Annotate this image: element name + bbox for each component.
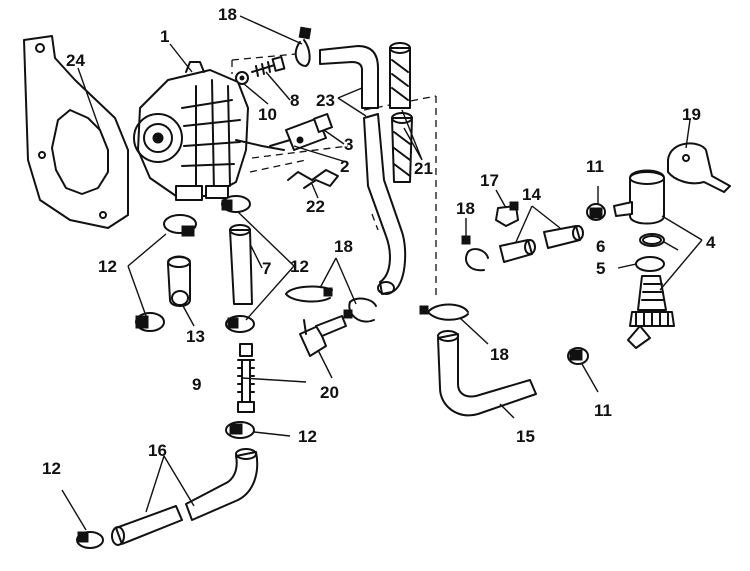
mounting-bracket-24	[23, 35, 129, 229]
callout-2: 2	[340, 157, 349, 176]
callout-18-top: 18	[218, 5, 237, 24]
fuel-hose-15	[437, 330, 537, 417]
callout-16: 16	[148, 441, 167, 460]
strap-19	[667, 142, 731, 193]
fuel-pump-1	[133, 61, 285, 201]
fitting-17	[495, 201, 519, 227]
hose-clamp-12-a	[163, 214, 197, 237]
callout-3: 3	[344, 135, 353, 154]
leader-lines	[61, 15, 703, 531]
hose-pieces-14	[499, 225, 584, 263]
hose-clamp-12-b	[135, 312, 165, 332]
callout-21: 21	[414, 159, 433, 178]
fuel-filter-4	[613, 169, 665, 225]
hose-clamp-11-lower	[567, 347, 589, 365]
fitting-2	[269, 139, 291, 147]
callout-19: 19	[682, 105, 701, 124]
screw-8	[251, 55, 286, 77]
callout-1: 1	[160, 27, 169, 46]
clip-18-middle-right	[343, 297, 377, 323]
clip-18-top	[294, 26, 312, 67]
fuel-hose-23	[319, 45, 407, 295]
callout-22: 22	[306, 197, 325, 216]
hose-clamp-11-upper	[586, 203, 606, 221]
callout-5: 5	[596, 259, 605, 278]
callout-12-left: 12	[98, 257, 117, 276]
clip-18-lower	[419, 303, 469, 321]
spring-clip-22	[287, 169, 339, 189]
seal-5	[635, 256, 665, 272]
callout-12-mid: 12	[290, 257, 309, 276]
callout-20: 20	[320, 383, 339, 402]
callout-8: 8	[290, 91, 299, 110]
callout-18-right: 18	[456, 199, 475, 218]
callout-17: 17	[480, 171, 499, 190]
connector-20	[299, 315, 347, 357]
callout-18-mid: 18	[334, 237, 353, 256]
filter-base-4	[627, 275, 675, 349]
callout-4: 4	[706, 233, 716, 252]
callout-11-lower: 11	[594, 401, 612, 420]
callout-7: 7	[262, 259, 271, 278]
hose-clamp-12-f	[76, 531, 104, 549]
callout-labels: 24 1 18 10 8 23 3 2 21 22 12 7 12 13 18 …	[42, 5, 716, 478]
hose-clamp-12-e	[225, 421, 255, 439]
callout-11-upper: 11	[586, 157, 604, 176]
clip-18-middle-left	[285, 285, 333, 303]
callout-18-lower: 18	[490, 345, 509, 364]
elbow-hose-13	[167, 255, 191, 307]
callout-12-bottom: 12	[42, 459, 61, 478]
fitting-3	[285, 113, 333, 151]
o-ring-6	[639, 233, 665, 247]
hose-clamp-12-c	[221, 195, 251, 213]
callout-14: 14	[522, 185, 541, 204]
hose-7	[229, 224, 253, 305]
callout-15: 15	[516, 427, 535, 446]
fitting-9	[237, 343, 255, 413]
callout-13: 13	[186, 327, 205, 346]
callout-6: 6	[596, 237, 605, 256]
callout-23: 23	[316, 91, 335, 110]
callout-12-lower: 12	[298, 427, 317, 446]
fuel-hose-16	[111, 448, 259, 546]
callout-24: 24	[66, 51, 85, 70]
clip-18-right	[461, 235, 489, 272]
callout-9: 9	[192, 375, 201, 394]
washer-10	[235, 71, 249, 85]
hose-sections-21	[389, 42, 413, 183]
hose-clamp-12-d	[225, 315, 255, 333]
callout-10: 10	[258, 105, 277, 124]
